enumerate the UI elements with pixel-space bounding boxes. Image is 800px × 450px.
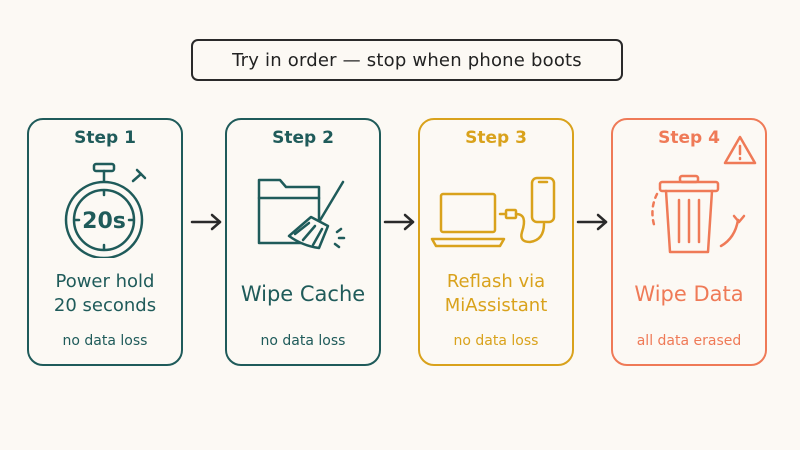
step-3-action: Reflash via MiAssistant [420,266,572,322]
step-1-label: Step 1 [74,128,136,148]
phone-icon [530,176,556,224]
warning-icon [723,134,757,166]
folder-icon [257,178,321,245]
step-1-card: Step 1 20s Power hold 20 seconds no data… [27,118,183,366]
step-3-action-line-1: Reflash via [446,271,546,292]
step-1-note: no data loss [62,333,148,349]
step-2-action: Wipe Cache [240,282,366,306]
step-4-card: Step 4 Wipe Data [611,118,767,366]
laptop-icon [430,192,506,248]
instruction-text: Try in order — stop when phone boots [232,49,582,71]
step-2-label: Step 2 [272,128,334,148]
timer-value: 20s [82,209,126,234]
trash-icon [658,174,720,254]
step-2-note: no data loss [260,333,346,349]
cable-icon [498,208,546,244]
circular-arrow-icon [651,192,746,248]
step-4-action: Wipe Data [634,282,744,306]
step-4-label: Step 4 [658,128,720,148]
arrow-right-icon [189,212,225,232]
stopwatch-icon: 20s [29,160,180,258]
step-4-note: all data erased [636,333,742,349]
step-3-action-line-2: MiAssistant [444,295,548,316]
step-1-action: Power hold 20 seconds [29,266,181,322]
arrow-right-icon [382,212,418,232]
arrow-right-icon [575,212,611,232]
step-3-note: no data loss [453,333,539,349]
instruction-banner: Try in order — stop when phone boots [191,39,623,81]
step-3-card: Step 3 Reflash via MiAssistant no data l… [418,118,574,366]
step-1-action-line-2: 20 seconds [53,295,157,316]
broom-icon [287,180,346,250]
step-3-label: Step 3 [465,128,527,148]
step-2-card: Step 2 Wipe Cache no data loss [225,118,381,366]
step-1-action-line-1: Power hold [55,271,155,292]
